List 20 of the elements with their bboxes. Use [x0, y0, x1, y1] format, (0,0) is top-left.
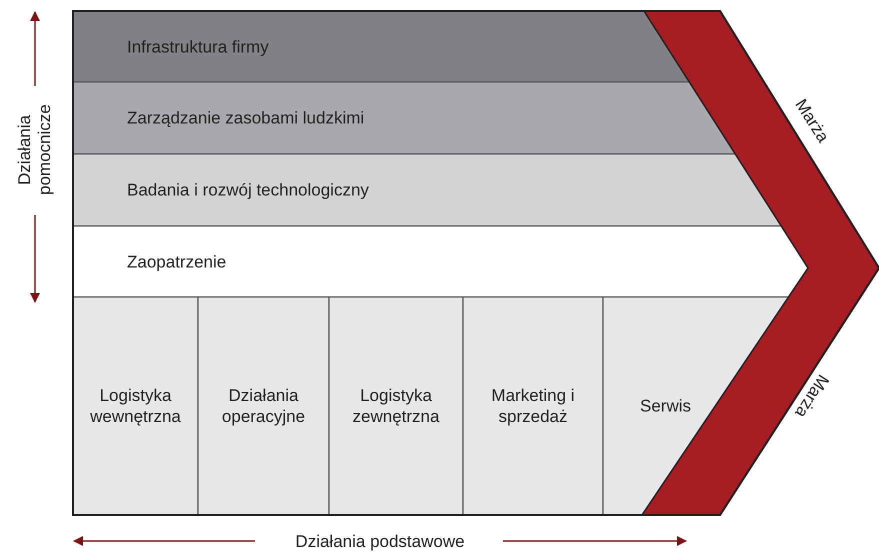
activity-label: Badania i rozwój technologiczny: [127, 180, 369, 200]
primary-activity-column: [198, 297, 329, 515]
support-activity-band: [73, 226, 808, 297]
activity-label: Infrastruktura firmy: [127, 36, 269, 57]
activity-label: Zaopatrzenie: [127, 251, 226, 272]
support-activity-band: [73, 82, 736, 154]
support-activity-band: [73, 11, 690, 82]
axis-label: Działania pomocnicze: [15, 105, 55, 195]
activity-label: Logistyka wewnętrzna: [89, 385, 182, 427]
support-activity-band: [73, 154, 782, 226]
activity-label: Logistyka zewnętrzna: [352, 385, 440, 427]
primary-activity-column: [329, 297, 463, 515]
activity-label: Marketing i sprzedaż: [490, 385, 576, 427]
activity-label: Działania operacyjne: [220, 385, 306, 427]
primary-activity-column: [603, 297, 788, 515]
activity-label: Zarządzanie zasobami ludzkimi: [127, 108, 364, 128]
axis-label: Działania podstawowe: [295, 532, 465, 552]
primary-activity-column: [73, 297, 198, 515]
primary-activity-column: [463, 297, 603, 515]
activity-label: Serwis: [638, 396, 692, 416]
